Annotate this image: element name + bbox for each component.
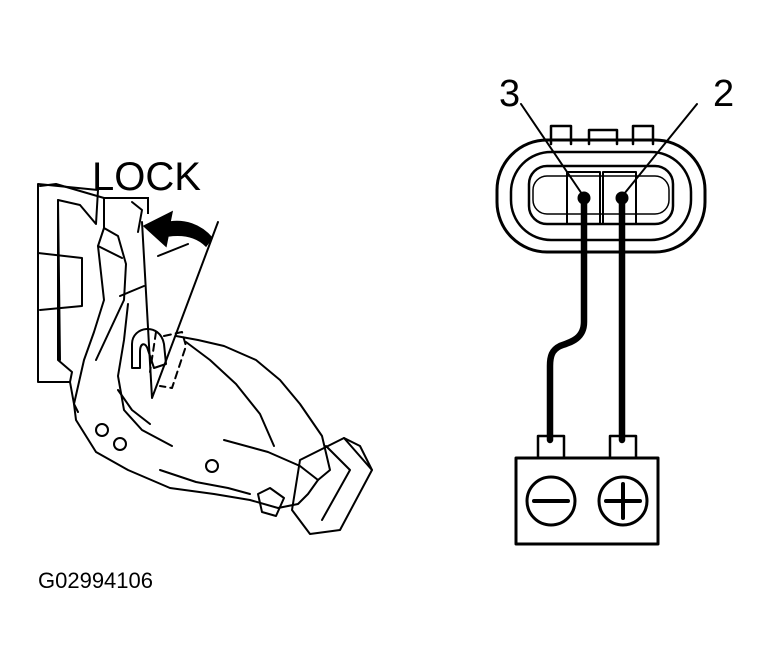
battery-plus-icon [597,475,649,527]
bottom-tab [257,487,285,517]
connector-outer-shell [495,138,707,254]
pivot-hole-1 [95,423,109,437]
terminal-2-label: 2 [713,73,734,115]
figure-code: G02994106 [38,568,153,593]
pivot-hole-3 [205,459,219,473]
lock-lever [141,221,219,399]
lock-arrow-icon [142,210,213,248]
terminal-2-leader-line [623,103,698,195]
connector-wiring-diagram [495,103,707,546]
actuator-illustration [37,183,373,535]
pivot-hole-2 [113,437,127,451]
battery-case [514,456,660,546]
lock-callout: LOCK [92,155,213,248]
battery [514,434,660,546]
lever-dashed-outline [149,331,187,389]
battery-minus-icon [525,475,577,527]
lock-label: LOCK [92,155,201,199]
connector-body [495,138,707,254]
lock-leader-line [104,197,149,214]
actuator-connector [291,437,373,535]
connector-top-tabs [549,124,655,146]
actuator-housing [73,197,331,509]
terminal-3-label: 3 [499,73,520,115]
connector-inner-rim [509,150,693,242]
wire-terminal-3-to-negative [546,194,588,444]
terminal-3-leader-line [520,103,583,195]
mounting-bracket [37,183,105,413]
